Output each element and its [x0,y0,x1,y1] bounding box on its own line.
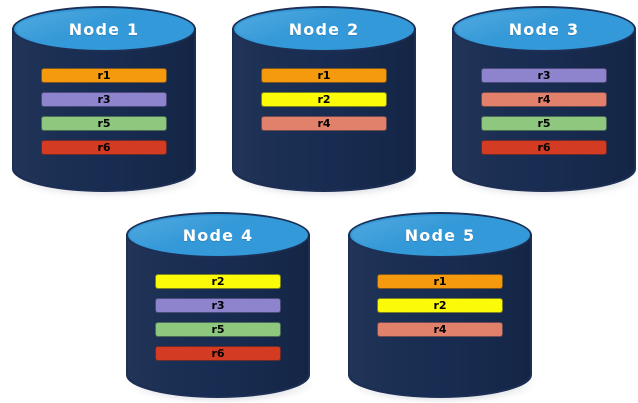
node-cylinder-2[interactable]: Node 2 r1 r2 r4 [232,6,418,197]
replica-bar-r4[interactable]: r4 [377,322,503,337]
node-label: Node 2 [288,19,360,39]
replica-stack: r1 r2 r4 [232,68,416,131]
replica-bar-r1[interactable]: r1 [41,68,167,83]
cylinder-top-ellipse: Node 3 [452,6,636,52]
cylinder-body [232,28,416,192]
replica-bar-r4[interactable]: r4 [261,116,387,131]
replica-bar-r2[interactable]: r2 [377,298,503,313]
node-cylinder-4[interactable]: Node 4 r2 r3 r5 r6 [126,212,312,403]
replica-bar-r6[interactable]: r6 [481,140,607,155]
replica-bar-r5[interactable]: r5 [155,322,281,337]
replica-stack: r2 r3 r5 r6 [126,274,310,361]
node-cylinder-5[interactable]: Node 5 r1 r2 r4 [348,212,534,403]
cylinder-top-ellipse: Node 5 [348,212,532,258]
cylinder-top-ellipse: Node 2 [232,6,416,52]
cylinder-body [452,28,636,192]
node-cylinder-1[interactable]: Node 1 r1 r3 r5 r6 [12,6,198,197]
cylinder-top-ellipse: Node 1 [12,6,196,52]
replica-bar-r1[interactable]: r1 [377,274,503,289]
node-label: Node 4 [182,225,254,245]
replica-bar-r5[interactable]: r5 [41,116,167,131]
replica-bar-r4[interactable]: r4 [481,92,607,107]
replica-stack: r1 r2 r4 [348,274,532,337]
replica-bar-r3[interactable]: r3 [481,68,607,83]
replica-bar-r2[interactable]: r2 [261,92,387,107]
cylinder-body [126,234,310,398]
replica-bar-r1[interactable]: r1 [261,68,387,83]
node-label: Node 3 [508,19,580,39]
node-label: Node 1 [68,19,140,39]
replica-bar-r2[interactable]: r2 [155,274,281,289]
replica-stack: r1 r3 r5 r6 [12,68,196,155]
node-label: Node 5 [404,225,476,245]
replica-bar-r5[interactable]: r5 [481,116,607,131]
replica-bar-r6[interactable]: r6 [155,346,281,361]
cylinder-top-ellipse: Node 4 [126,212,310,258]
replica-bar-r6[interactable]: r6 [41,140,167,155]
replica-stack: r3 r4 r5 r6 [452,68,636,155]
cylinder-body [348,234,532,398]
node-cylinder-3[interactable]: Node 3 r3 r4 r5 r6 [452,6,638,197]
cylinder-body [12,28,196,192]
replica-bar-r3[interactable]: r3 [41,92,167,107]
replica-bar-r3[interactable]: r3 [155,298,281,313]
